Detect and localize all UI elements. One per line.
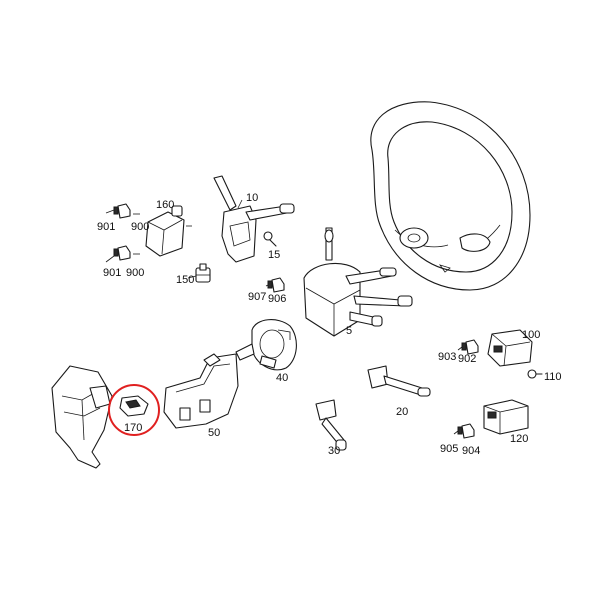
label-900-upper: 900 [131,221,149,233]
column-housing-left[interactable] [51,365,113,469]
switch-170[interactable] [119,395,149,417]
nut-900-lower[interactable] [113,245,131,261]
screw-15[interactable] [263,231,277,247]
module-160[interactable] [145,205,192,257]
label-905: 905 [440,443,458,455]
component-150[interactable] [195,263,211,283]
label-907: 907 [248,291,266,303]
label-5: 5 [346,325,352,337]
nut-906[interactable] [267,277,285,293]
label-30: 30 [328,445,340,457]
lever-20[interactable] [367,365,431,397]
label-170: 170 [124,422,142,434]
bolt-110[interactable] [527,369,543,379]
label-160: 160 [156,199,174,211]
lever-30[interactable] [315,399,347,451]
label-903: 903 [438,351,456,363]
label-900-lower: 900 [126,267,144,279]
label-10: 10 [246,192,258,204]
nut-902[interactable] [461,339,479,355]
label-40: 40 [276,372,288,384]
label-120: 120 [510,433,528,445]
steering-wheel[interactable] [370,101,531,291]
label-904: 904 [462,445,480,457]
label-20: 20 [396,406,408,418]
bracket-50[interactable] [163,343,255,429]
label-150: 150 [176,274,194,286]
leader-lines [105,199,463,435]
label-50: 50 [208,427,220,439]
nut-904[interactable] [457,423,475,439]
label-902: 902 [458,353,476,365]
highlight-ring-170 [108,384,160,436]
label-110: 110 [544,371,562,383]
clock-spring-40[interactable] [251,319,297,371]
multifunction-switch-5[interactable] [303,227,413,337]
label-15: 15 [268,249,280,261]
lever-assembly-10[interactable] [213,175,295,263]
part-labels: 160 10 901 900 15 901 900 150 907 906 5 … [97,192,562,457]
connector-100[interactable] [487,329,533,367]
label-901-upper: 901 [97,221,115,233]
connector-120[interactable] [483,399,529,435]
label-901-lower: 901 [103,267,121,279]
nut-900-upper[interactable] [113,203,131,219]
label-100: 100 [522,329,540,341]
label-906: 906 [268,293,286,305]
